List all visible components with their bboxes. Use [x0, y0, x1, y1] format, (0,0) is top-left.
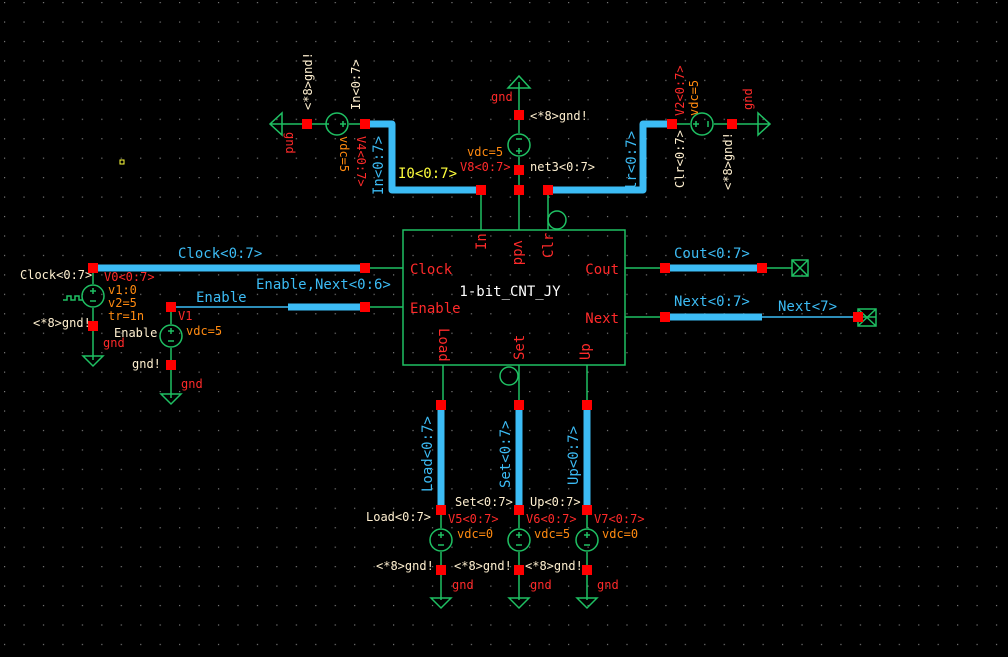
- net-label-in: In<0:7>: [371, 136, 387, 195]
- ground-icon: [507, 597, 531, 610]
- net-label-up: Up<0:7>: [566, 426, 582, 485]
- voltage-source-icon[interactable]: [575, 528, 599, 552]
- net-label-set: Set<0:7>: [498, 421, 514, 488]
- inversion-bubble: [499, 366, 519, 386]
- source-param: v2=5: [108, 296, 137, 310]
- gnd-label: gnd: [530, 578, 552, 592]
- source-neg-label: <*8>gnd!: [301, 52, 315, 110]
- source-neg-label: gnd!: [132, 357, 161, 371]
- voltage-source-icon[interactable]: [507, 528, 531, 552]
- inversion-bubble: [547, 210, 567, 230]
- source-pos-label: Load<0:7>: [366, 510, 431, 524]
- bus-in[interactable]: [365, 120, 481, 194]
- source-name: V7<0:7>: [594, 512, 645, 526]
- net-label-net3: net3<0:7>: [530, 160, 595, 174]
- source-name: V8<0:7>: [460, 160, 511, 174]
- gnd-label: gnd: [181, 377, 203, 391]
- gnd-label: gnd: [452, 578, 474, 592]
- voltage-source-icon[interactable]: [159, 324, 183, 348]
- pin-vdd: vdd: [510, 240, 526, 265]
- net-label-cout: Cout<0:7>: [674, 246, 750, 262]
- source-name: V6<0:7>: [526, 512, 577, 526]
- source-param: vdc=5: [534, 527, 570, 541]
- voltage-source-icon[interactable]: [507, 133, 531, 157]
- net-label-clock: Clock<0:7>: [178, 246, 262, 262]
- pin-set: Set: [512, 335, 528, 360]
- voltage-source-icon[interactable]: [325, 112, 349, 136]
- pin-clock: Clock: [410, 262, 453, 278]
- source-pos-label: Up<0:7>: [530, 495, 581, 509]
- source-name: V5<0:7>: [448, 512, 499, 526]
- source-param: vdc=5: [467, 145, 503, 159]
- gnd-label: gnd: [741, 88, 755, 110]
- pin-in: In: [474, 233, 490, 250]
- source-neg-label: <*8>gnd!: [376, 559, 434, 573]
- noconn-cout-icon: [791, 259, 809, 277]
- net-label-enable: Enable,Next<0:6>: [256, 277, 391, 293]
- block-name: 1-bit_CNT_JY: [459, 284, 561, 300]
- pin-enable: Enable: [410, 301, 461, 317]
- source-pos-label: Enable: [114, 326, 157, 340]
- pin-up: Up: [578, 343, 594, 360]
- pin-clr: Clr: [541, 233, 557, 258]
- source-param: vdc=0: [457, 527, 493, 541]
- source-neg-label: <*8>gnd!: [530, 109, 588, 123]
- gnd-label: gnd: [103, 336, 125, 350]
- pin-cout: Cout: [585, 262, 619, 278]
- ground-icon: [506, 74, 532, 89]
- net-label-load: Load<0:7>: [420, 416, 436, 492]
- source-pos-label: In<0:7>: [349, 59, 363, 110]
- bus-clr[interactable]: [548, 120, 672, 194]
- counter-block[interactable]: 1-bit_CNT_JY In vdd Clr Clock Enable Cou…: [365, 190, 665, 405]
- ground-icon: [268, 111, 283, 137]
- source-param: v1:0: [108, 283, 137, 297]
- pin-load: Load: [435, 328, 451, 362]
- source-param: vdc=5: [337, 136, 351, 172]
- ground-icon: [429, 597, 453, 610]
- net-label-i0: I0<0:7>: [398, 166, 457, 182]
- gnd-label: gnd: [283, 132, 297, 154]
- source-name: V1: [178, 309, 192, 323]
- source-neg-label: <*8>gnd!: [525, 559, 583, 573]
- ground-icon: [159, 393, 183, 406]
- gnd-label: gnd: [491, 90, 513, 104]
- net-label-clr: lr<0:7>: [624, 131, 640, 190]
- net-label-next: Next<0:7>: [674, 294, 750, 310]
- source-param: tr=1n: [108, 309, 144, 323]
- ground-icon: [575, 597, 599, 610]
- ground-icon: [81, 355, 105, 368]
- voltage-source-icon[interactable]: [429, 528, 453, 552]
- source-name: V4<0:7>: [354, 136, 368, 187]
- source-pos-label: Clr<0:7>: [673, 130, 687, 188]
- source-param: vdc=5: [687, 80, 701, 116]
- ground-icon: [757, 111, 772, 137]
- source-param: vdc=0: [602, 527, 638, 541]
- origin-marker: [119, 159, 125, 165]
- voltage-source-icon[interactable]: [690, 112, 714, 136]
- source-neg-label: <*8>gnd!: [454, 559, 512, 573]
- source-param: vdc=5: [186, 324, 222, 338]
- source-neg-label: <*8>gnd!: [33, 316, 91, 330]
- source-name: V2<0:7>: [673, 65, 687, 116]
- net-label-enable-wire: Enable: [196, 290, 247, 306]
- source-name: V0<0:7>: [104, 270, 155, 284]
- connection-pins: [88, 110, 863, 575]
- gnd-label: gnd: [597, 578, 619, 592]
- source-pos-label: Set<0:7>: [455, 495, 513, 509]
- pulse-source-icon[interactable]: [63, 284, 105, 308]
- net-label-next7: Next<7>: [778, 299, 837, 315]
- source-neg-label: <*8>gnd!: [721, 132, 735, 190]
- source-pos-label: Clock<0:7>: [20, 268, 92, 282]
- pin-next: Next: [585, 311, 619, 327]
